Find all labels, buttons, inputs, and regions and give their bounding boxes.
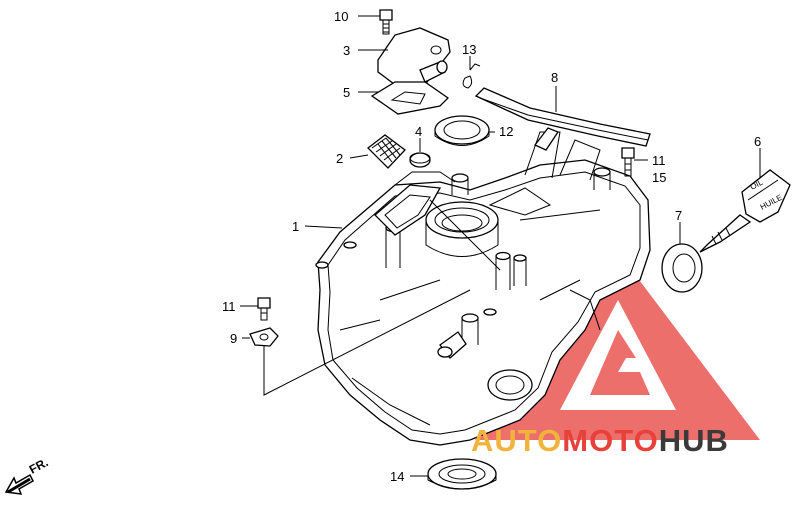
bolt-10: [379, 9, 393, 35]
crankcase-cover: [315, 127, 651, 446]
clamp-9: [249, 327, 279, 347]
callout-6: 6: [754, 134, 761, 149]
dipstick-6: [699, 169, 791, 253]
plug-4: [409, 152, 431, 168]
filter-screen-2: [367, 134, 406, 169]
callout-9: 9: [230, 331, 237, 346]
callout-12: 12: [499, 124, 513, 139]
watermark-text: AUTOMOTOHUB: [471, 423, 729, 458]
callout-1: 1: [292, 219, 299, 234]
washer-7: [661, 243, 703, 293]
callout-13: 13: [462, 42, 476, 57]
callout-14: 14: [390, 469, 404, 484]
callout-3: 3: [343, 43, 350, 58]
callout-11-left: 11: [222, 299, 236, 314]
clip-13: [462, 63, 481, 89]
callout-8: 8: [551, 70, 558, 85]
callout-15: 15: [652, 170, 666, 185]
breather-tube-8: [474, 87, 651, 147]
callout-11-upper: 11: [652, 153, 666, 168]
callout-4: 4: [415, 124, 422, 139]
breather-cover-3: [377, 27, 451, 93]
watermark-part3: HUB: [659, 423, 729, 458]
callout-10: 10: [334, 9, 348, 24]
watermark-part2: MOTO: [562, 423, 658, 458]
callout-labels: 10 3 5 13 8 4 12 2 11 15 6 1 7 11 9 14: [222, 9, 761, 484]
bolt-11-left: [257, 297, 271, 321]
direction-label: FR.: [27, 455, 51, 476]
bolt-11-upper: [621, 147, 635, 177]
callout-7: 7: [675, 208, 682, 223]
gasket-5: [370, 81, 450, 115]
watermark-part1: AUTO: [471, 423, 562, 458]
oil-seal-12: [434, 115, 490, 146]
callout-5: 5: [343, 85, 350, 100]
leader-lines: [240, 15, 761, 477]
callout-2: 2: [336, 151, 343, 166]
direction-arrow: FR.: [4, 455, 51, 495]
bearing-14: [427, 458, 497, 490]
